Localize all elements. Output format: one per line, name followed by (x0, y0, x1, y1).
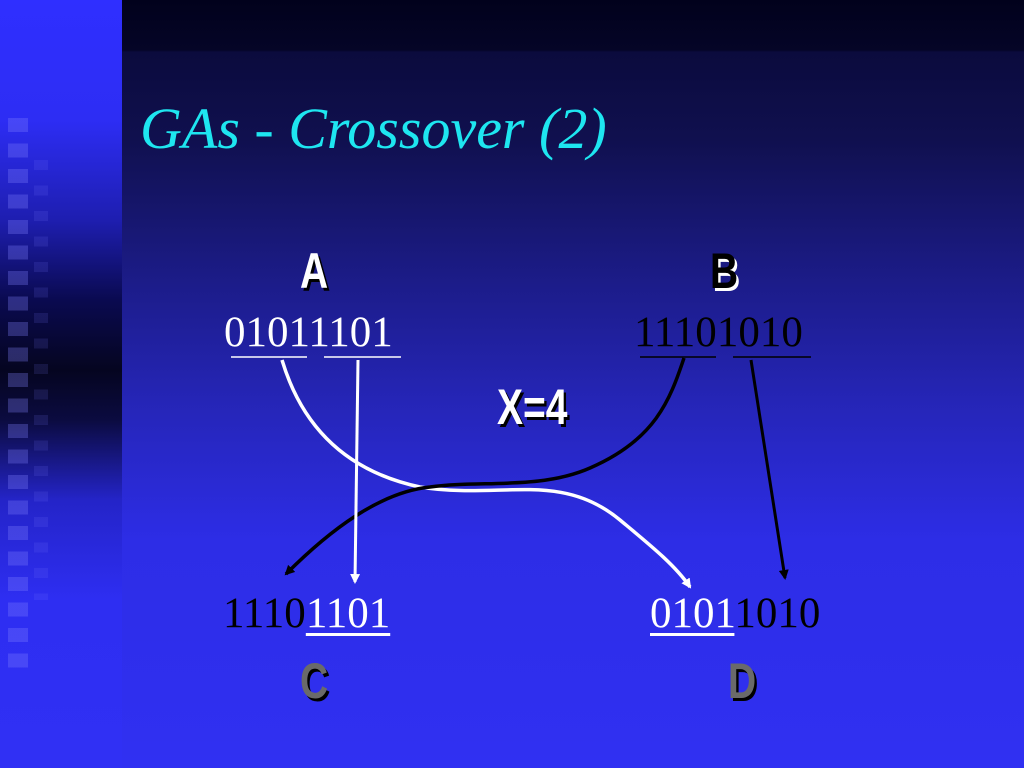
parent-a-bits: 01011101 (224, 311, 393, 354)
child-c-head: 1110 (223, 590, 306, 637)
parent-a-head: 0101 (224, 309, 309, 356)
parent-b-bits: 11101010 (634, 311, 803, 354)
crossover-point-label: X=4 (497, 379, 568, 435)
child-d-bits: 01011010 (650, 592, 820, 635)
parent-b-label: B (710, 243, 739, 299)
parent-b-head: 1110 (634, 309, 717, 356)
parent-a-tail: 1101 (308, 309, 393, 356)
child-c-tail: 1101 (305, 590, 391, 637)
arrow-a-head-to-d (280, 359, 692, 589)
child-d-tail: 1010 (734, 590, 821, 637)
arrow-a-tail-to-c (350, 359, 361, 584)
child-d-head: 0101 (650, 590, 735, 637)
arrow-b-head-to-c (284, 357, 686, 576)
slide-background (122, 0, 1024, 768)
parent-b-tail: 1010 (716, 309, 803, 356)
child-c-label: C (300, 653, 329, 709)
slide-title: GAs - Crossover (2) (140, 96, 607, 161)
side-band (0, 0, 122, 768)
parent-a-label: A (300, 243, 329, 299)
arrow-b-tail-to-d (749, 359, 789, 580)
child-d-label: D (728, 653, 757, 709)
square-pattern (8, 118, 28, 678)
square-pattern-faint (34, 160, 48, 600)
child-c-bits: 11101101 (223, 592, 390, 635)
